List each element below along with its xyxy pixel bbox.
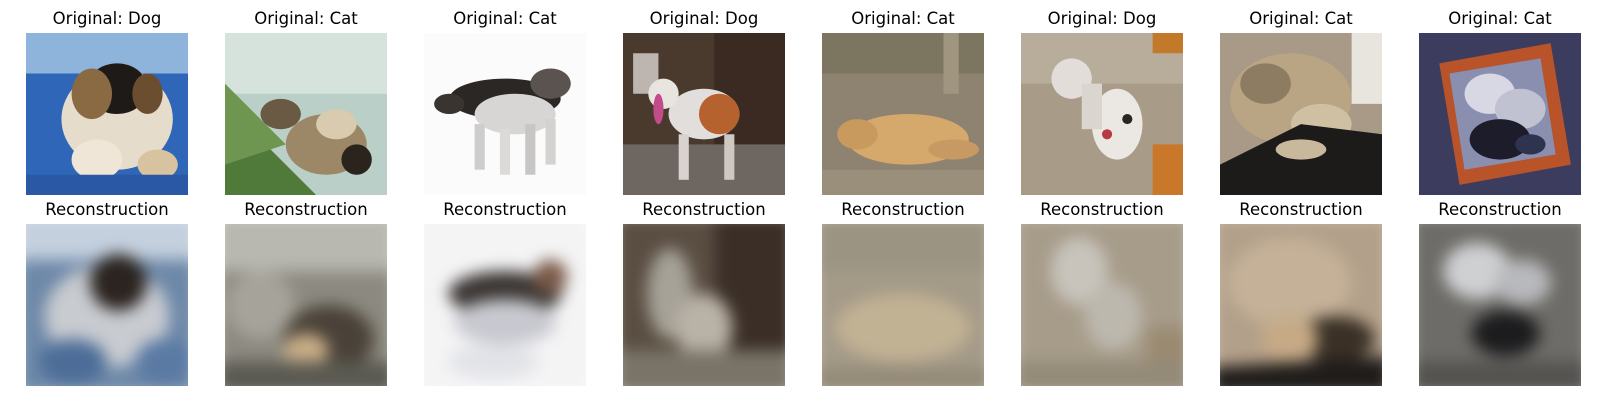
original-image-cat-1 [225, 33, 387, 195]
original-image-dog-1 [26, 33, 188, 195]
panel-title: Original: Dog [1047, 9, 1157, 28]
original-image-cat-4 [1220, 33, 1382, 195]
panel-title: Original: Cat [254, 9, 358, 28]
panel-title: Reconstruction [1239, 200, 1363, 219]
reconstruction-image-6 [1021, 224, 1183, 386]
reconstruction-image-7 [1220, 224, 1382, 386]
reconstruction-image-4 [623, 224, 785, 386]
panel-title: Reconstruction [841, 200, 965, 219]
panel-title: Original: Cat [1249, 9, 1353, 28]
original-image-cat-2 [424, 33, 586, 195]
panel-title: Original: Cat [453, 9, 557, 28]
original-image-cat-5 [1419, 33, 1581, 195]
panel-title: Original: Dog [649, 9, 759, 28]
reconstruction-image-3 [424, 224, 586, 386]
panel-title: Original: Dog [52, 9, 162, 28]
reconstruction-image-1 [26, 224, 188, 386]
reconstruction-image-2 [225, 224, 387, 386]
panel-title: Original: Cat [1448, 9, 1552, 28]
panel-title: Reconstruction [642, 200, 766, 219]
panel-title: Reconstruction [244, 200, 368, 219]
panel-title: Reconstruction [1438, 200, 1562, 219]
panel-title: Reconstruction [443, 200, 567, 219]
original-image-dog-2 [623, 33, 785, 195]
panel-title: Original: Cat [851, 9, 955, 28]
panel-title: Reconstruction [45, 200, 169, 219]
original-image-cat-3 [822, 33, 984, 195]
reconstruction-image-8 [1419, 224, 1581, 386]
original-image-dog-3 [1021, 33, 1183, 195]
reconstruction-image-5 [822, 224, 984, 386]
panel-title: Reconstruction [1040, 200, 1164, 219]
